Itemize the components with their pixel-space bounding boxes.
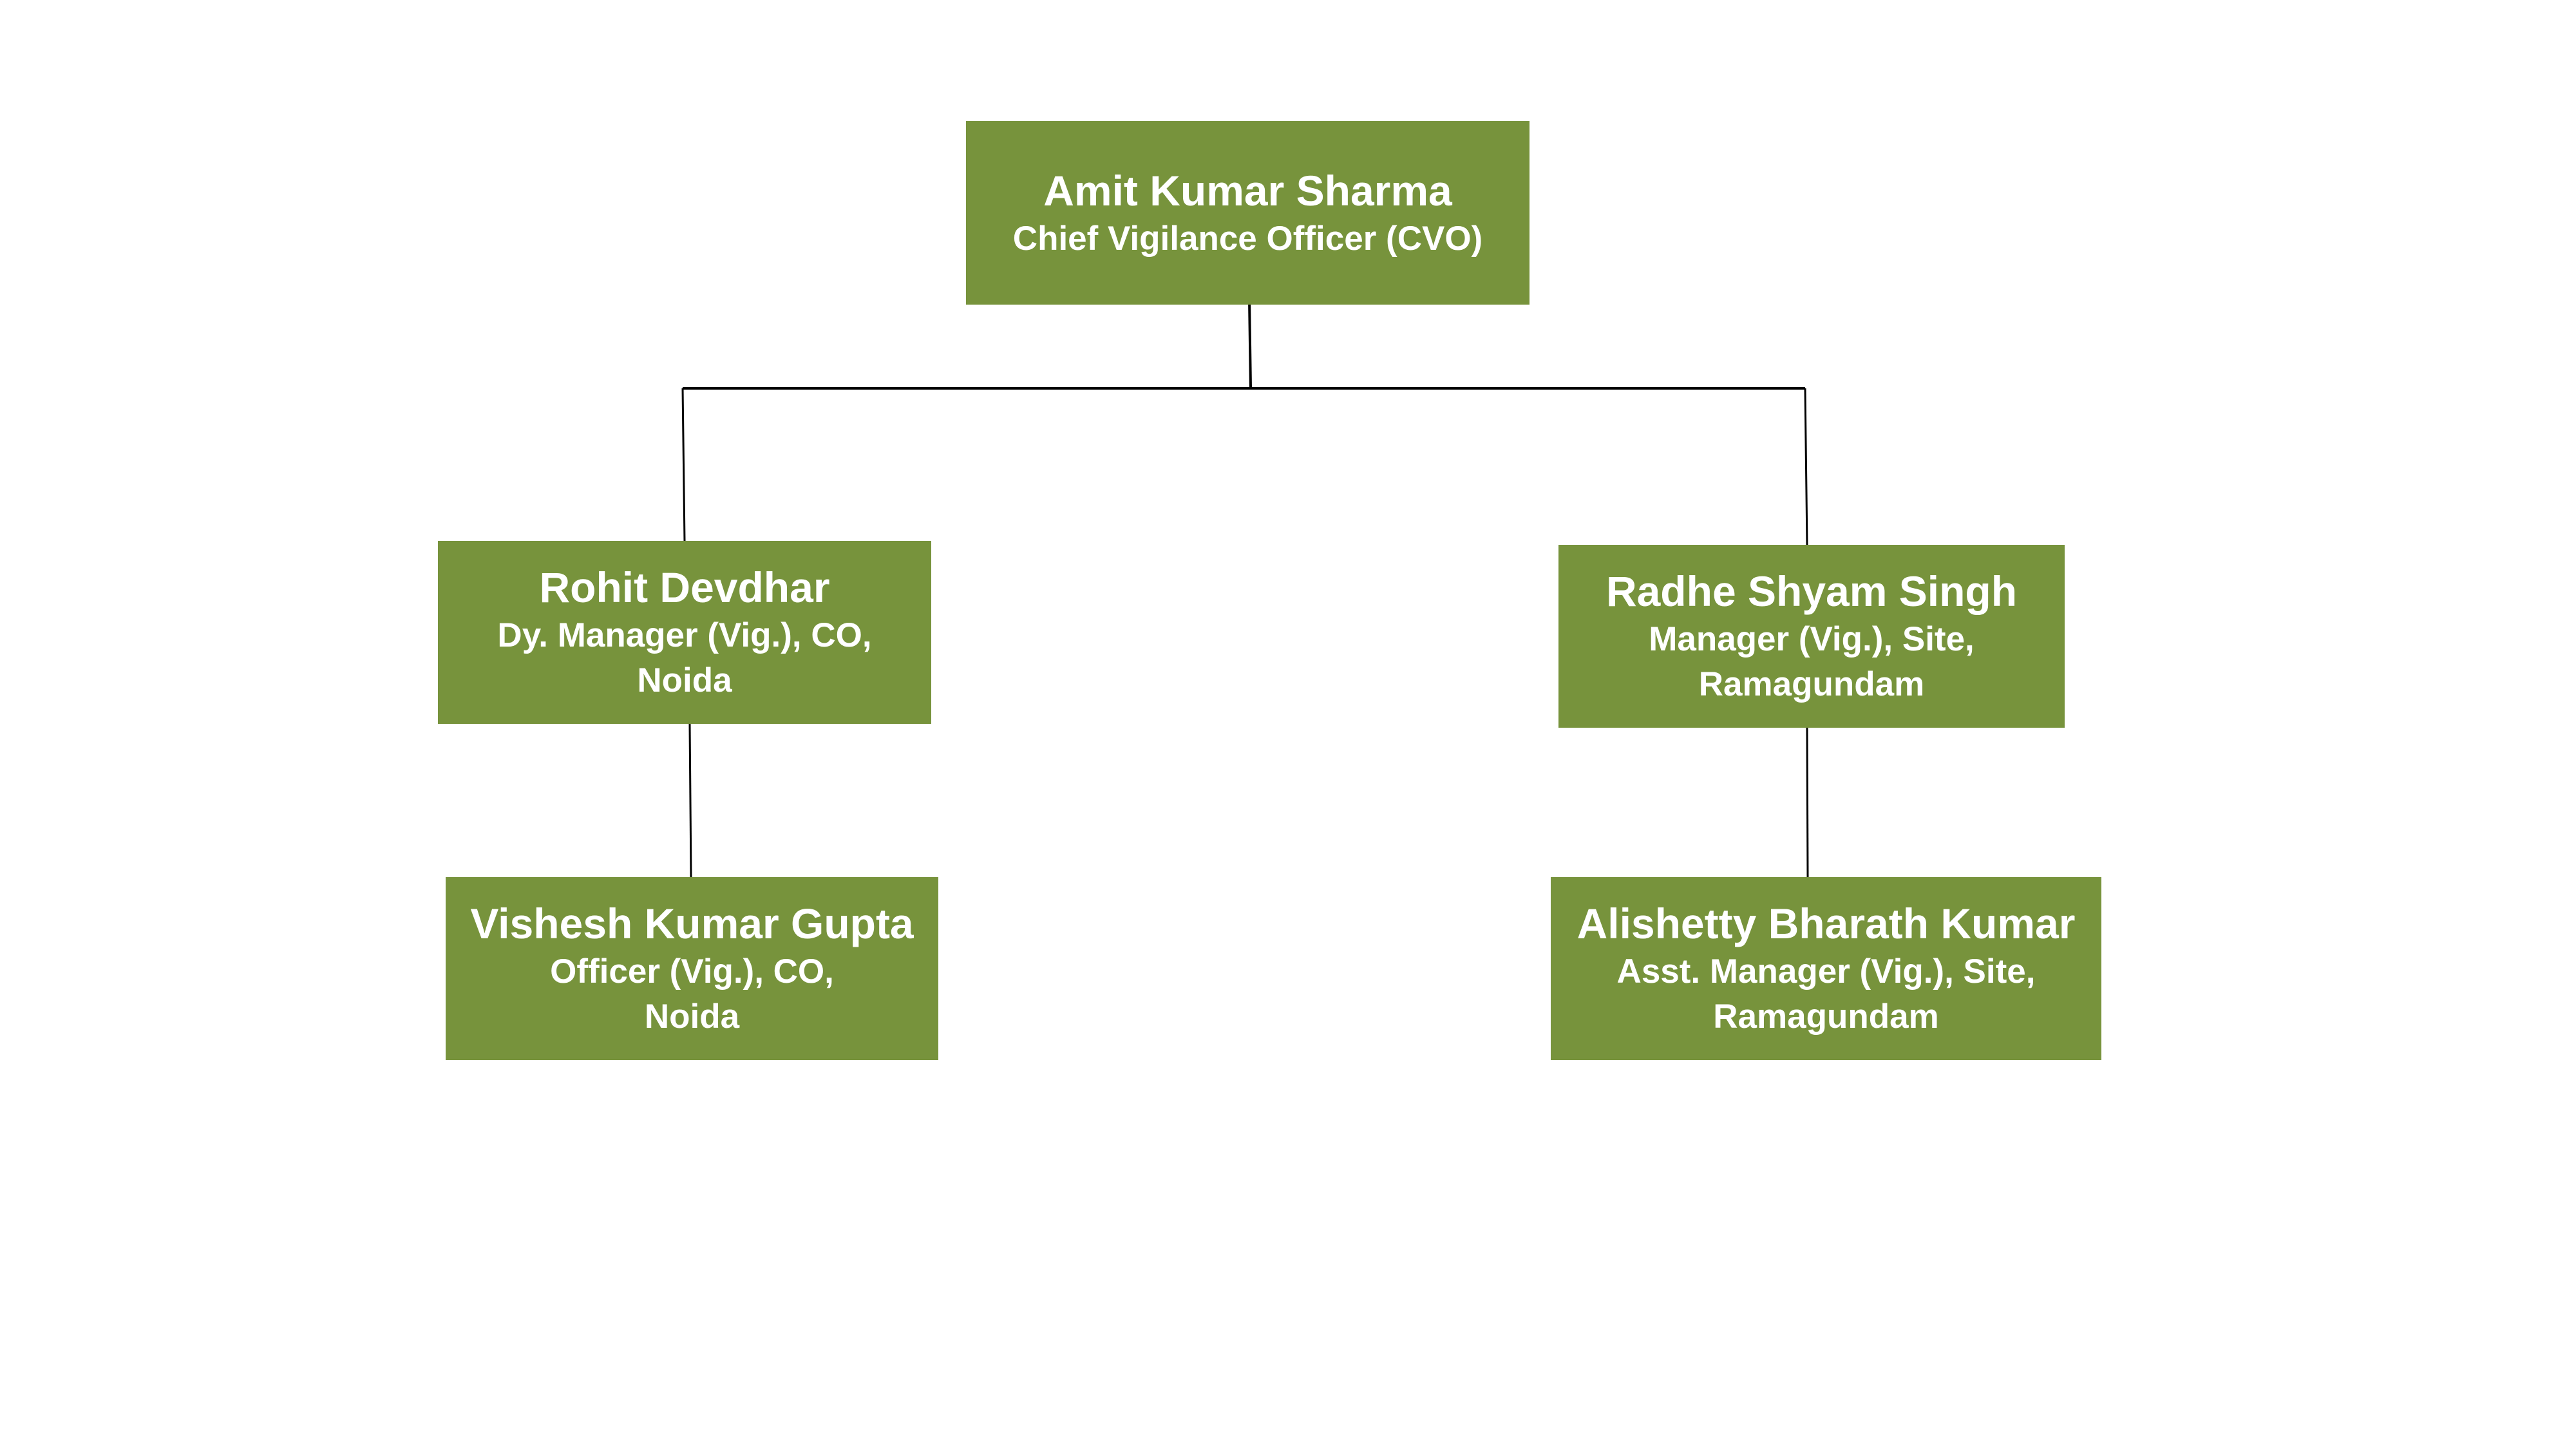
- node-role-line: Dy. Manager (Vig.), CO,: [497, 616, 872, 654]
- node-vishesh: Vishesh Kumar Gupta Officer (Vig.), CO, …: [446, 877, 938, 1060]
- node-role-line: Ramagundam: [1713, 998, 1939, 1036]
- node-role: Dy. Manager (Vig.), CO, Noida: [438, 613, 931, 703]
- node-role: Officer (Vig.), CO, Noida: [446, 949, 938, 1039]
- node-name: Radhe Shyam Singh: [1605, 567, 2018, 615]
- node-name: Vishesh Kumar Gupta: [470, 900, 914, 947]
- node-name: Alishetty Bharath Kumar: [1577, 900, 2076, 947]
- connector-radhe-to-alishetty: [1806, 727, 1809, 878]
- node-rohit: Rohit Devdhar Dy. Manager (Vig.), CO, No…: [438, 541, 931, 724]
- connector-cvo-stem: [1248, 299, 1252, 389]
- connector-rohit-to-vishesh: [688, 723, 692, 878]
- node-role-line: Manager (Vig.), Site,: [1649, 620, 1975, 658]
- node-alishetty: Alishetty Bharath Kumar Asst. Manager (V…: [1551, 877, 2101, 1060]
- node-name: Amit Kumar Sharma: [1043, 166, 1452, 214]
- node-role-line: Noida: [637, 661, 732, 699]
- node-cvo: Amit Kumar Sharma Chief Vigilance Office…: [966, 121, 1530, 305]
- connector-to-rohit: [681, 388, 686, 542]
- node-role: Asst. Manager (Vig.), Site, Ramagundam: [1551, 949, 2101, 1039]
- node-name: Rohit Devdhar: [539, 564, 830, 611]
- node-role: Chief Vigilance Officer (CVO): [966, 216, 1530, 261]
- node-role-line: Noida: [644, 998, 740, 1036]
- node-role: Manager (Vig.), Site, Ramagundam: [1558, 617, 2065, 707]
- node-role-line: Chief Vigilance Officer (CVO): [1012, 219, 1483, 258]
- node-role-line: Officer (Vig.), CO,: [550, 952, 834, 990]
- node-radhe: Radhe Shyam Singh Manager (Vig.), Site, …: [1558, 545, 2065, 728]
- node-role-line: Asst. Manager (Vig.), Site,: [1616, 952, 2036, 990]
- node-role-line: Ramagundam: [1698, 665, 1925, 703]
- connector-to-radhe: [1804, 388, 1808, 545]
